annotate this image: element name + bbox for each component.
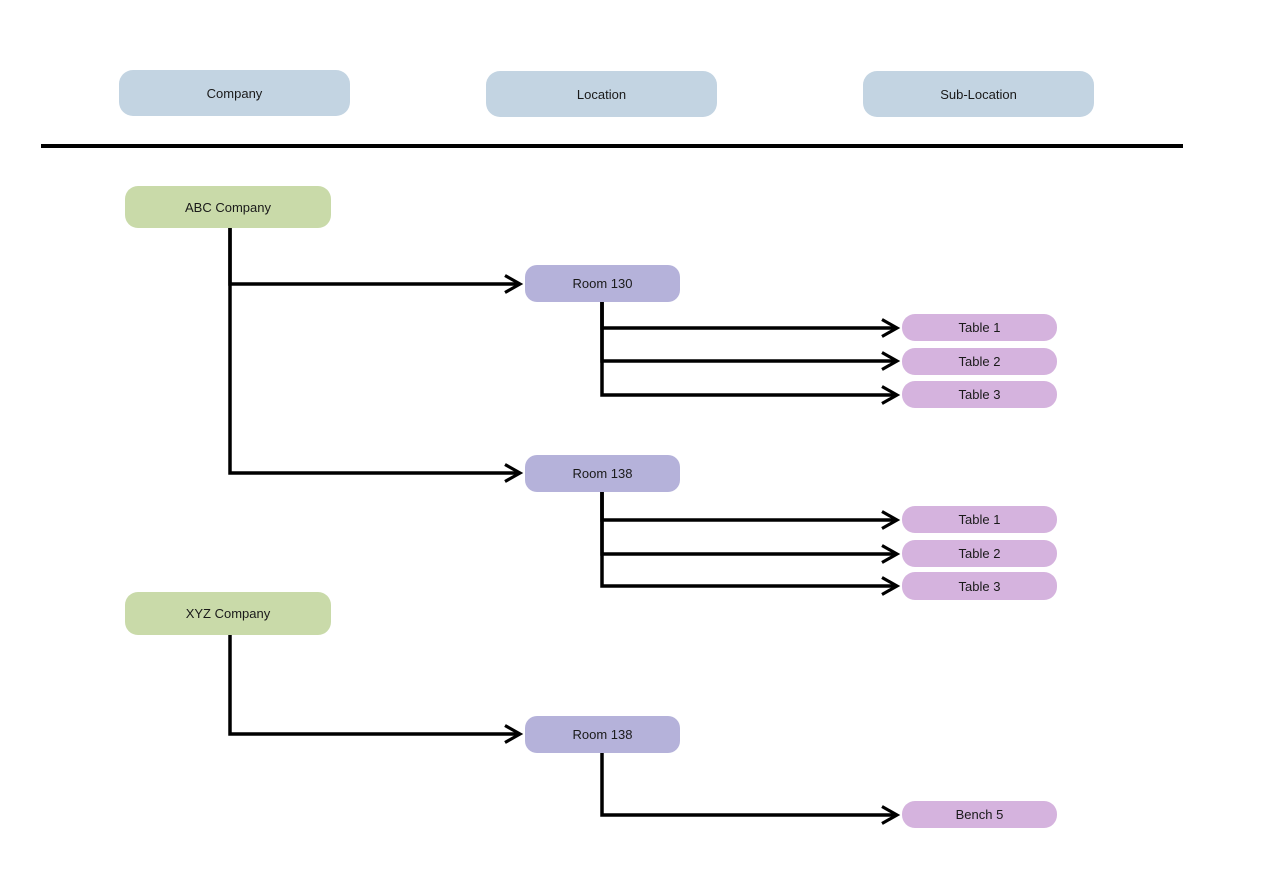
sublocation-node-room138-table3: Table 3 [902, 572, 1057, 600]
company-node-abc: ABC Company [125, 186, 331, 228]
location-node-room138-abc: Room 138 [525, 455, 680, 492]
connector-room130-to-table2 [600, 302, 901, 371]
sublocation-node-room130-table1-label: Table 1 [958, 320, 1001, 335]
sublocation-node-room130-table3: Table 3 [902, 381, 1057, 408]
company-node-abc-label: ABC Company [185, 199, 271, 215]
connector-xyz-to-room138 [228, 635, 524, 744]
location-node-room138-xyz-label: Room 138 [572, 727, 633, 742]
connector-abc-to-room130 [228, 228, 524, 294]
sublocation-node-room130-table3-label: Table 3 [958, 387, 1001, 402]
sublocation-node-room130-table1: Table 1 [902, 314, 1057, 341]
location-node-room138-xyz: Room 138 [525, 716, 680, 753]
sublocation-node-room130-table2-label: Table 2 [958, 354, 1001, 369]
sublocation-node-bench5-label: Bench 5 [955, 807, 1004, 822]
column-header-company-label: Company [206, 85, 263, 101]
sublocation-node-room130-table2: Table 2 [902, 348, 1057, 375]
company-node-xyz-label: XYZ Company [185, 606, 271, 621]
sublocation-node-room138-table2-label: Table 2 [958, 546, 1001, 561]
location-node-room130: Room 130 [525, 265, 680, 302]
column-header-location-label: Location [576, 86, 627, 102]
sublocation-node-bench5: Bench 5 [902, 801, 1057, 828]
connector-room138-to-table2 [600, 492, 901, 564]
column-header-sublocation: Sub-Location [863, 71, 1094, 117]
header-divider-line [41, 144, 1183, 148]
connector-room130-to-table3 [600, 302, 901, 405]
column-header-company: Company [119, 70, 350, 116]
sublocation-node-room138-table1-label: Table 1 [958, 512, 1001, 527]
sublocation-node-room138-table1: Table 1 [902, 506, 1057, 533]
location-node-room130-label: Room 130 [572, 276, 633, 291]
connector-room130-to-table1 [600, 302, 901, 338]
connector-room138-to-table3 [600, 492, 901, 596]
column-header-sublocation-label: Sub-Location [940, 86, 1017, 102]
column-header-location: Location [486, 71, 717, 117]
connector-abc-to-room138 [228, 228, 524, 483]
sublocation-node-room138-table3-label: Table 3 [958, 578, 1001, 594]
connector-room138-to-bench5 [600, 753, 901, 825]
sublocation-node-room138-table2: Table 2 [902, 540, 1057, 567]
company-node-xyz: XYZ Company [125, 592, 331, 635]
location-node-room138-abc-label: Room 138 [572, 466, 633, 481]
connector-room138-to-table1 [600, 492, 901, 530]
